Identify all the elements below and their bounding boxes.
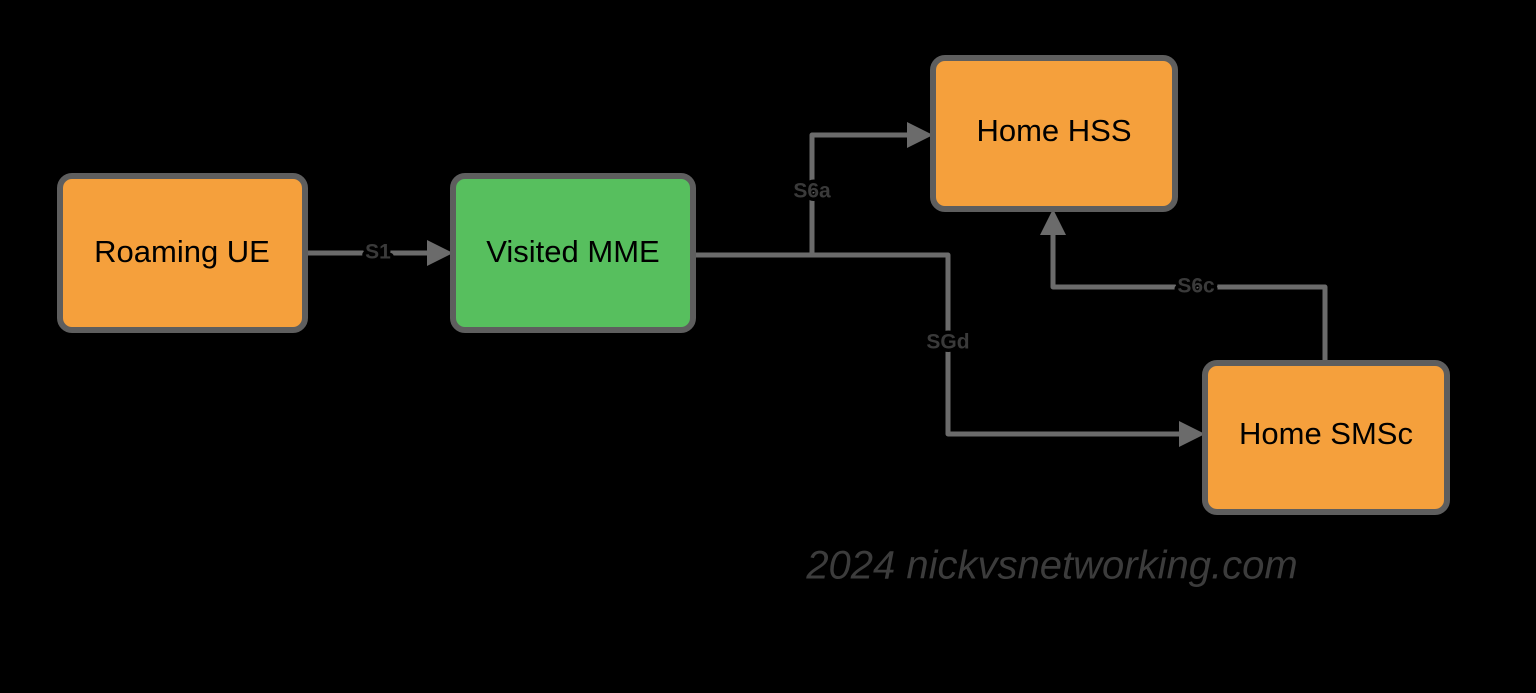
edge-sgd xyxy=(690,252,1205,447)
edge-label-s6c: S6c xyxy=(1177,275,1215,298)
edge-s6c-arrowhead xyxy=(1040,209,1066,235)
edge-label-sgd: SGd xyxy=(926,331,969,354)
edge-sgd-line xyxy=(690,252,1182,437)
node-roaming-ue-box[interactable] xyxy=(57,173,308,333)
edge-s1-arrowhead xyxy=(427,240,453,266)
node-roaming-ue[interactable]: Roaming UE xyxy=(57,173,308,333)
edge-s6c-line xyxy=(1050,232,1328,366)
node-home-hss-box[interactable] xyxy=(930,55,1178,212)
node-home-smsc[interactable]: Home SMSc xyxy=(1202,360,1450,515)
node-home-hss-label: Home HSS xyxy=(976,113,1131,148)
node-visited-mme-box[interactable] xyxy=(450,173,696,333)
edge-sgd-arrowhead xyxy=(1179,421,1205,447)
node-visited-mme-label: Visited MME xyxy=(486,234,659,269)
node-visited-mme[interactable]: Visited MME xyxy=(450,173,696,333)
node-roaming-ue-label: Roaming UE xyxy=(94,234,270,269)
node-home-smsc-box[interactable] xyxy=(1202,360,1450,515)
node-home-smsc-label: Home SMSc xyxy=(1239,416,1413,451)
node-home-hss[interactable]: Home HSS xyxy=(930,55,1178,212)
edge-label-s1: S1 xyxy=(365,241,391,264)
edge-s6a-arrowhead xyxy=(907,122,933,148)
edge-s6c xyxy=(1040,209,1328,366)
watermark: 2024 nickvsnetworking.com xyxy=(805,544,1297,588)
edge-label-s6a: S6a xyxy=(793,180,831,203)
edge-s1 xyxy=(302,240,453,266)
